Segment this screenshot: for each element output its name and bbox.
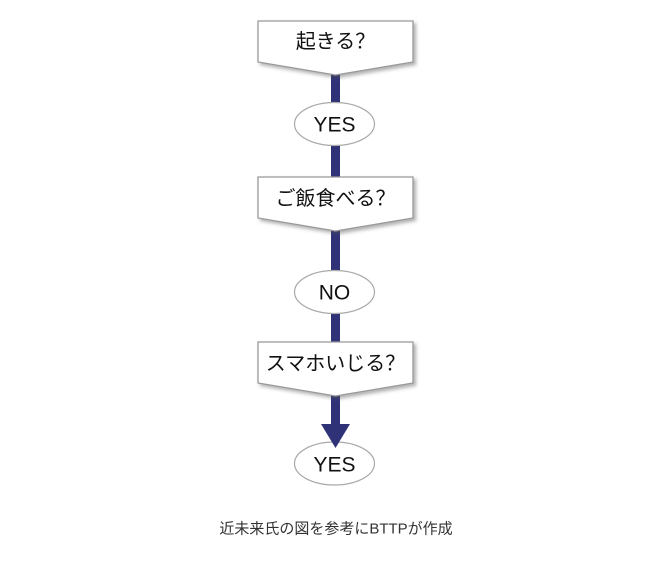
ellipse-yes-1 [293,101,376,147]
banner-use-smartphone-label: スマホいじる？ [266,353,405,375]
ellipse-no [293,269,376,315]
flow-connector-line [331,60,340,432]
banner-eat-meal [257,176,414,232]
down-arrow-icon [321,424,350,448]
banner-use-smartphone [257,341,414,397]
ellipse-yes-1-label: YES [313,114,355,137]
attribution-caption: 近未来氏の図を参考にBTTPが作成 [219,521,452,538]
ellipse-no-label: NO [319,282,351,305]
banner-wake-up-label: 起きる？ [296,30,376,53]
banner-wake-up [257,20,414,76]
banner-eat-meal-label: ご飯食べる？ [276,187,396,210]
ellipse-yes-final-label: YES [313,454,355,477]
